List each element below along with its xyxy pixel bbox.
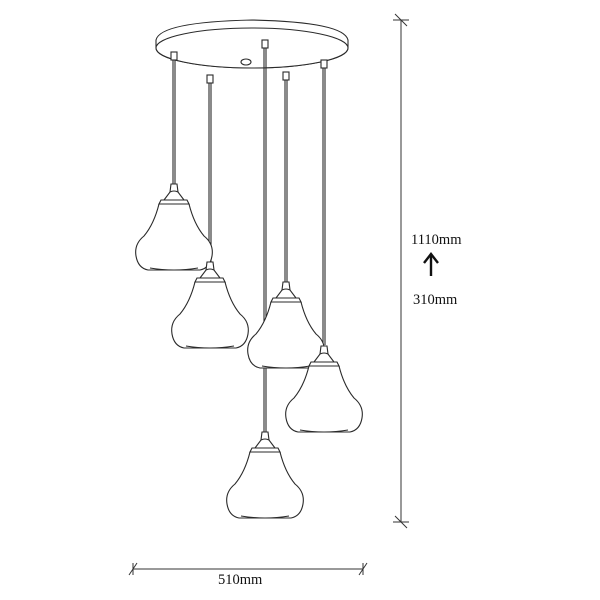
height-dimension (393, 13, 409, 529)
pendant-2 (171, 261, 249, 349)
canopy (155, 19, 349, 69)
height-min-label: 310mm (413, 292, 458, 308)
pendant-3 (247, 281, 325, 369)
width-label: 510mm (218, 572, 263, 588)
height-max-label: 1110mm (411, 232, 462, 248)
width-dimension (128, 562, 368, 576)
cords (170, 39, 328, 432)
pendant-5 (226, 431, 304, 519)
pendant-1 (135, 183, 213, 271)
canopy-screw-hole (240, 58, 252, 66)
arrow-up-icon (423, 252, 439, 276)
